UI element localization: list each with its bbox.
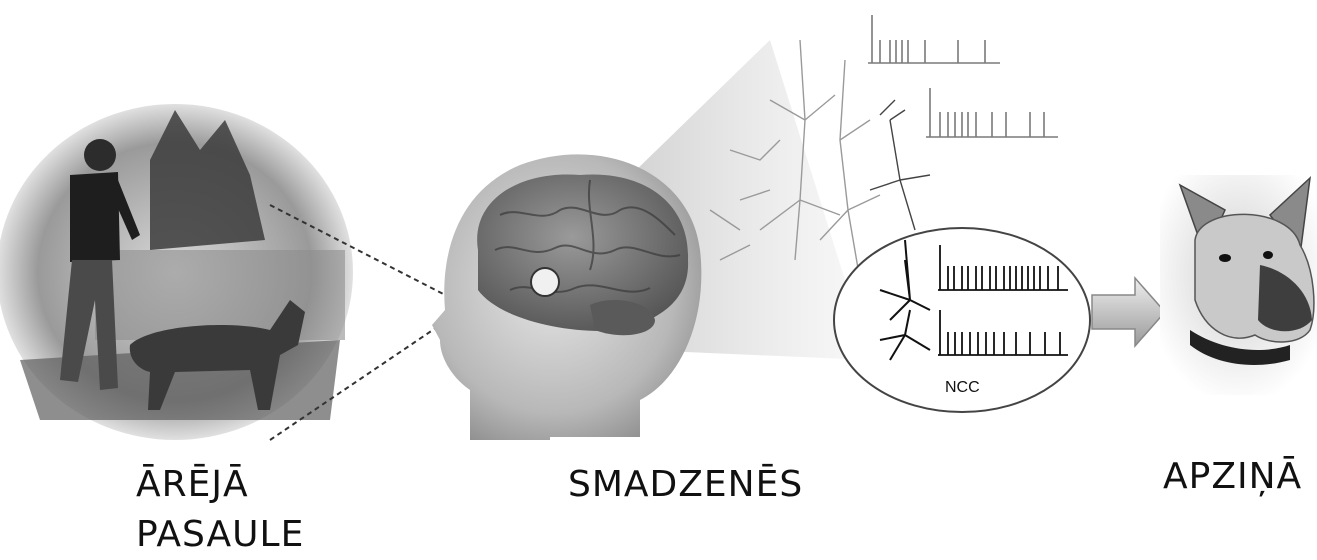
ncc-focus-spot	[531, 268, 559, 296]
outer-world-label-line1: ĀRĒJĀ	[136, 460, 304, 510]
spike-train-top-1	[868, 15, 1000, 63]
ncc-label: NCC	[945, 379, 980, 396]
outer-world-label-line2: PASAULE	[136, 510, 304, 560]
dog-portrait	[1160, 175, 1317, 395]
brain	[477, 174, 688, 330]
arrow-right-icon	[1092, 278, 1165, 346]
outer-world-label: ĀRĒJĀ PASAULE	[136, 460, 304, 560]
consciousness-label: APZIŅĀ	[1163, 452, 1302, 502]
ncc-callout: NCC	[834, 228, 1090, 412]
spike-train-top-2	[926, 88, 1058, 137]
brain-label: SMADZENĒS	[568, 460, 803, 510]
outer-world-photo	[0, 104, 353, 440]
